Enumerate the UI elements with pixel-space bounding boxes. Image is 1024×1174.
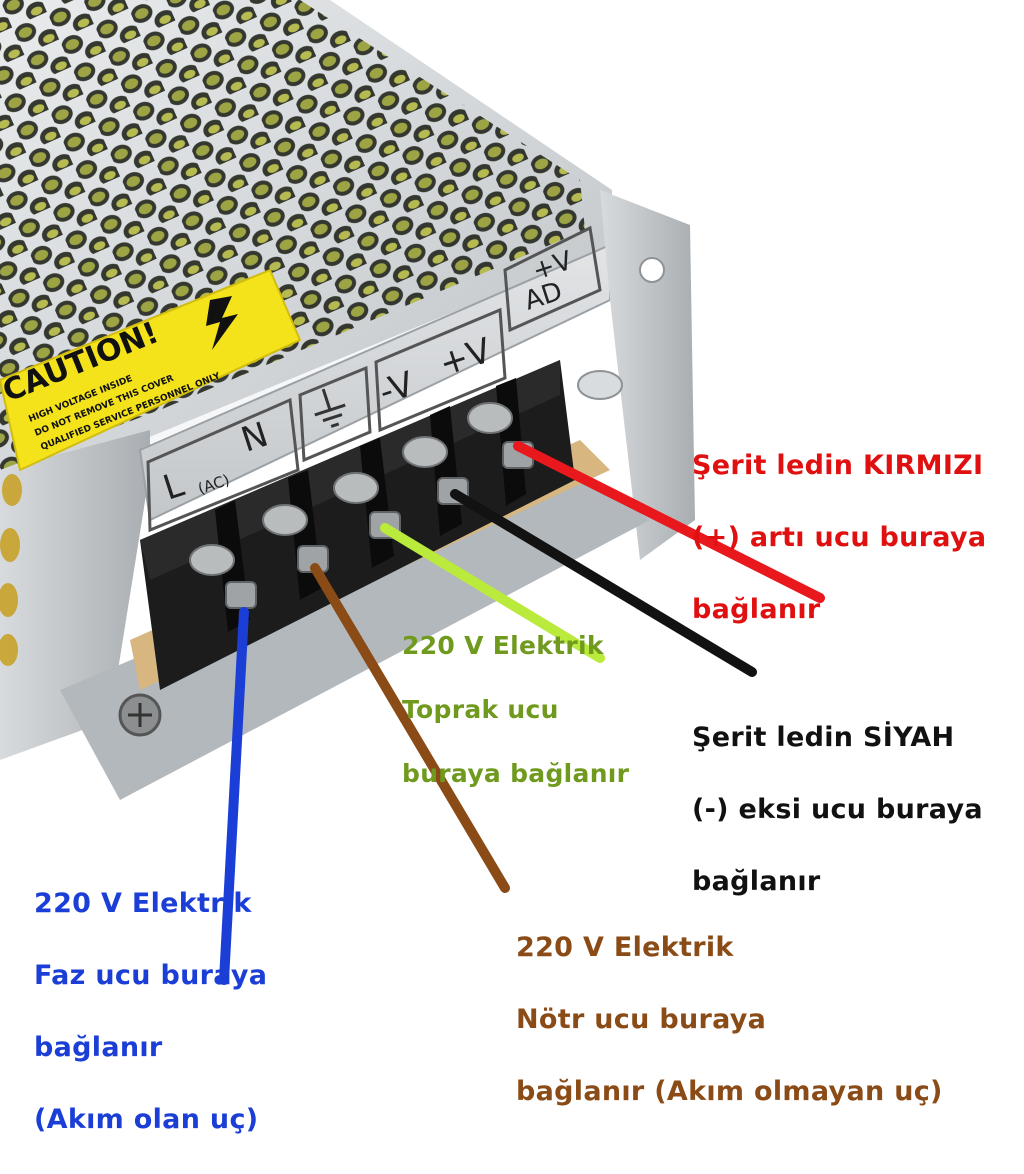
wire-red — [513, 441, 825, 603]
callout-blue-line-2: Faz ucu buraya — [34, 960, 268, 991]
wire-blue — [219, 607, 249, 985]
callout-red-positive: Şerit ledin KIRMIZI (+) artı ucu buraya … — [692, 412, 986, 664]
callout-blue-line-4: (Akım olan uç) — [34, 1104, 259, 1135]
label-box-l-n — [146, 397, 300, 533]
label-box-ground — [298, 365, 372, 463]
power-supply-illustration: CAUTION! HIGH VOLTAGE INSIDE DO NOT REMO… — [0, 0, 825, 985]
ground-icon — [314, 388, 346, 428]
callout-black-line-2: (-) eksi ucu buraya — [692, 794, 983, 825]
callout-black-line-1: Şerit ledin SİYAH — [692, 722, 955, 753]
label-box-v — [374, 307, 507, 433]
wire-brown — [310, 563, 510, 893]
callout-blue-line-1: 220 V Elektrik — [34, 888, 252, 919]
callout-green-line-1: 220 V Elektrik — [402, 631, 604, 660]
callout-green-line-3: buraya bağlanır — [402, 759, 630, 788]
callout-red-line-3: bağlanır — [692, 594, 821, 625]
high-voltage-icon — [206, 296, 238, 350]
callout-red-line-1: Şerit ledin KIRMIZI — [692, 450, 984, 481]
callout-red-line-2: (+) artı ucu buraya — [692, 522, 987, 553]
callout-brown-neutral: 220 V Elektrik Nötr ucu buraya bağlanır … — [516, 894, 943, 1146]
wire-black — [450, 489, 757, 677]
terminal-screws — [189, 402, 513, 576]
label-box-adj — [503, 225, 602, 333]
callout-black-negative: Şerit ledin SİYAH (-) eksi ucu buraya ba… — [692, 684, 983, 936]
terminal-labels — [146, 225, 602, 533]
side-vent-slots — [0, 474, 22, 666]
callout-blue-phase: 220 V Elektrik Faz ucu buraya bağlanır (… — [34, 850, 267, 1174]
case-bracket — [600, 190, 695, 560]
callout-green-earth: 220 V Elektrik Toprak ucu buraya bağlanı… — [402, 598, 629, 822]
wires — [219, 441, 825, 985]
callout-brown-line-2: Nötr ucu buraya — [516, 1004, 767, 1035]
callout-brown-line-3: bağlanır (Akım olmayan uç) — [516, 1076, 943, 1107]
callout-blue-line-3: bağlanır — [34, 1032, 163, 1063]
terminal-block — [140, 360, 575, 690]
callout-green-line-2: Toprak ucu — [402, 695, 559, 724]
callout-brown-line-1: 220 V Elektrik — [516, 932, 734, 963]
wire-green — [380, 523, 605, 663]
callout-black-line-3: bağlanır — [692, 866, 821, 897]
